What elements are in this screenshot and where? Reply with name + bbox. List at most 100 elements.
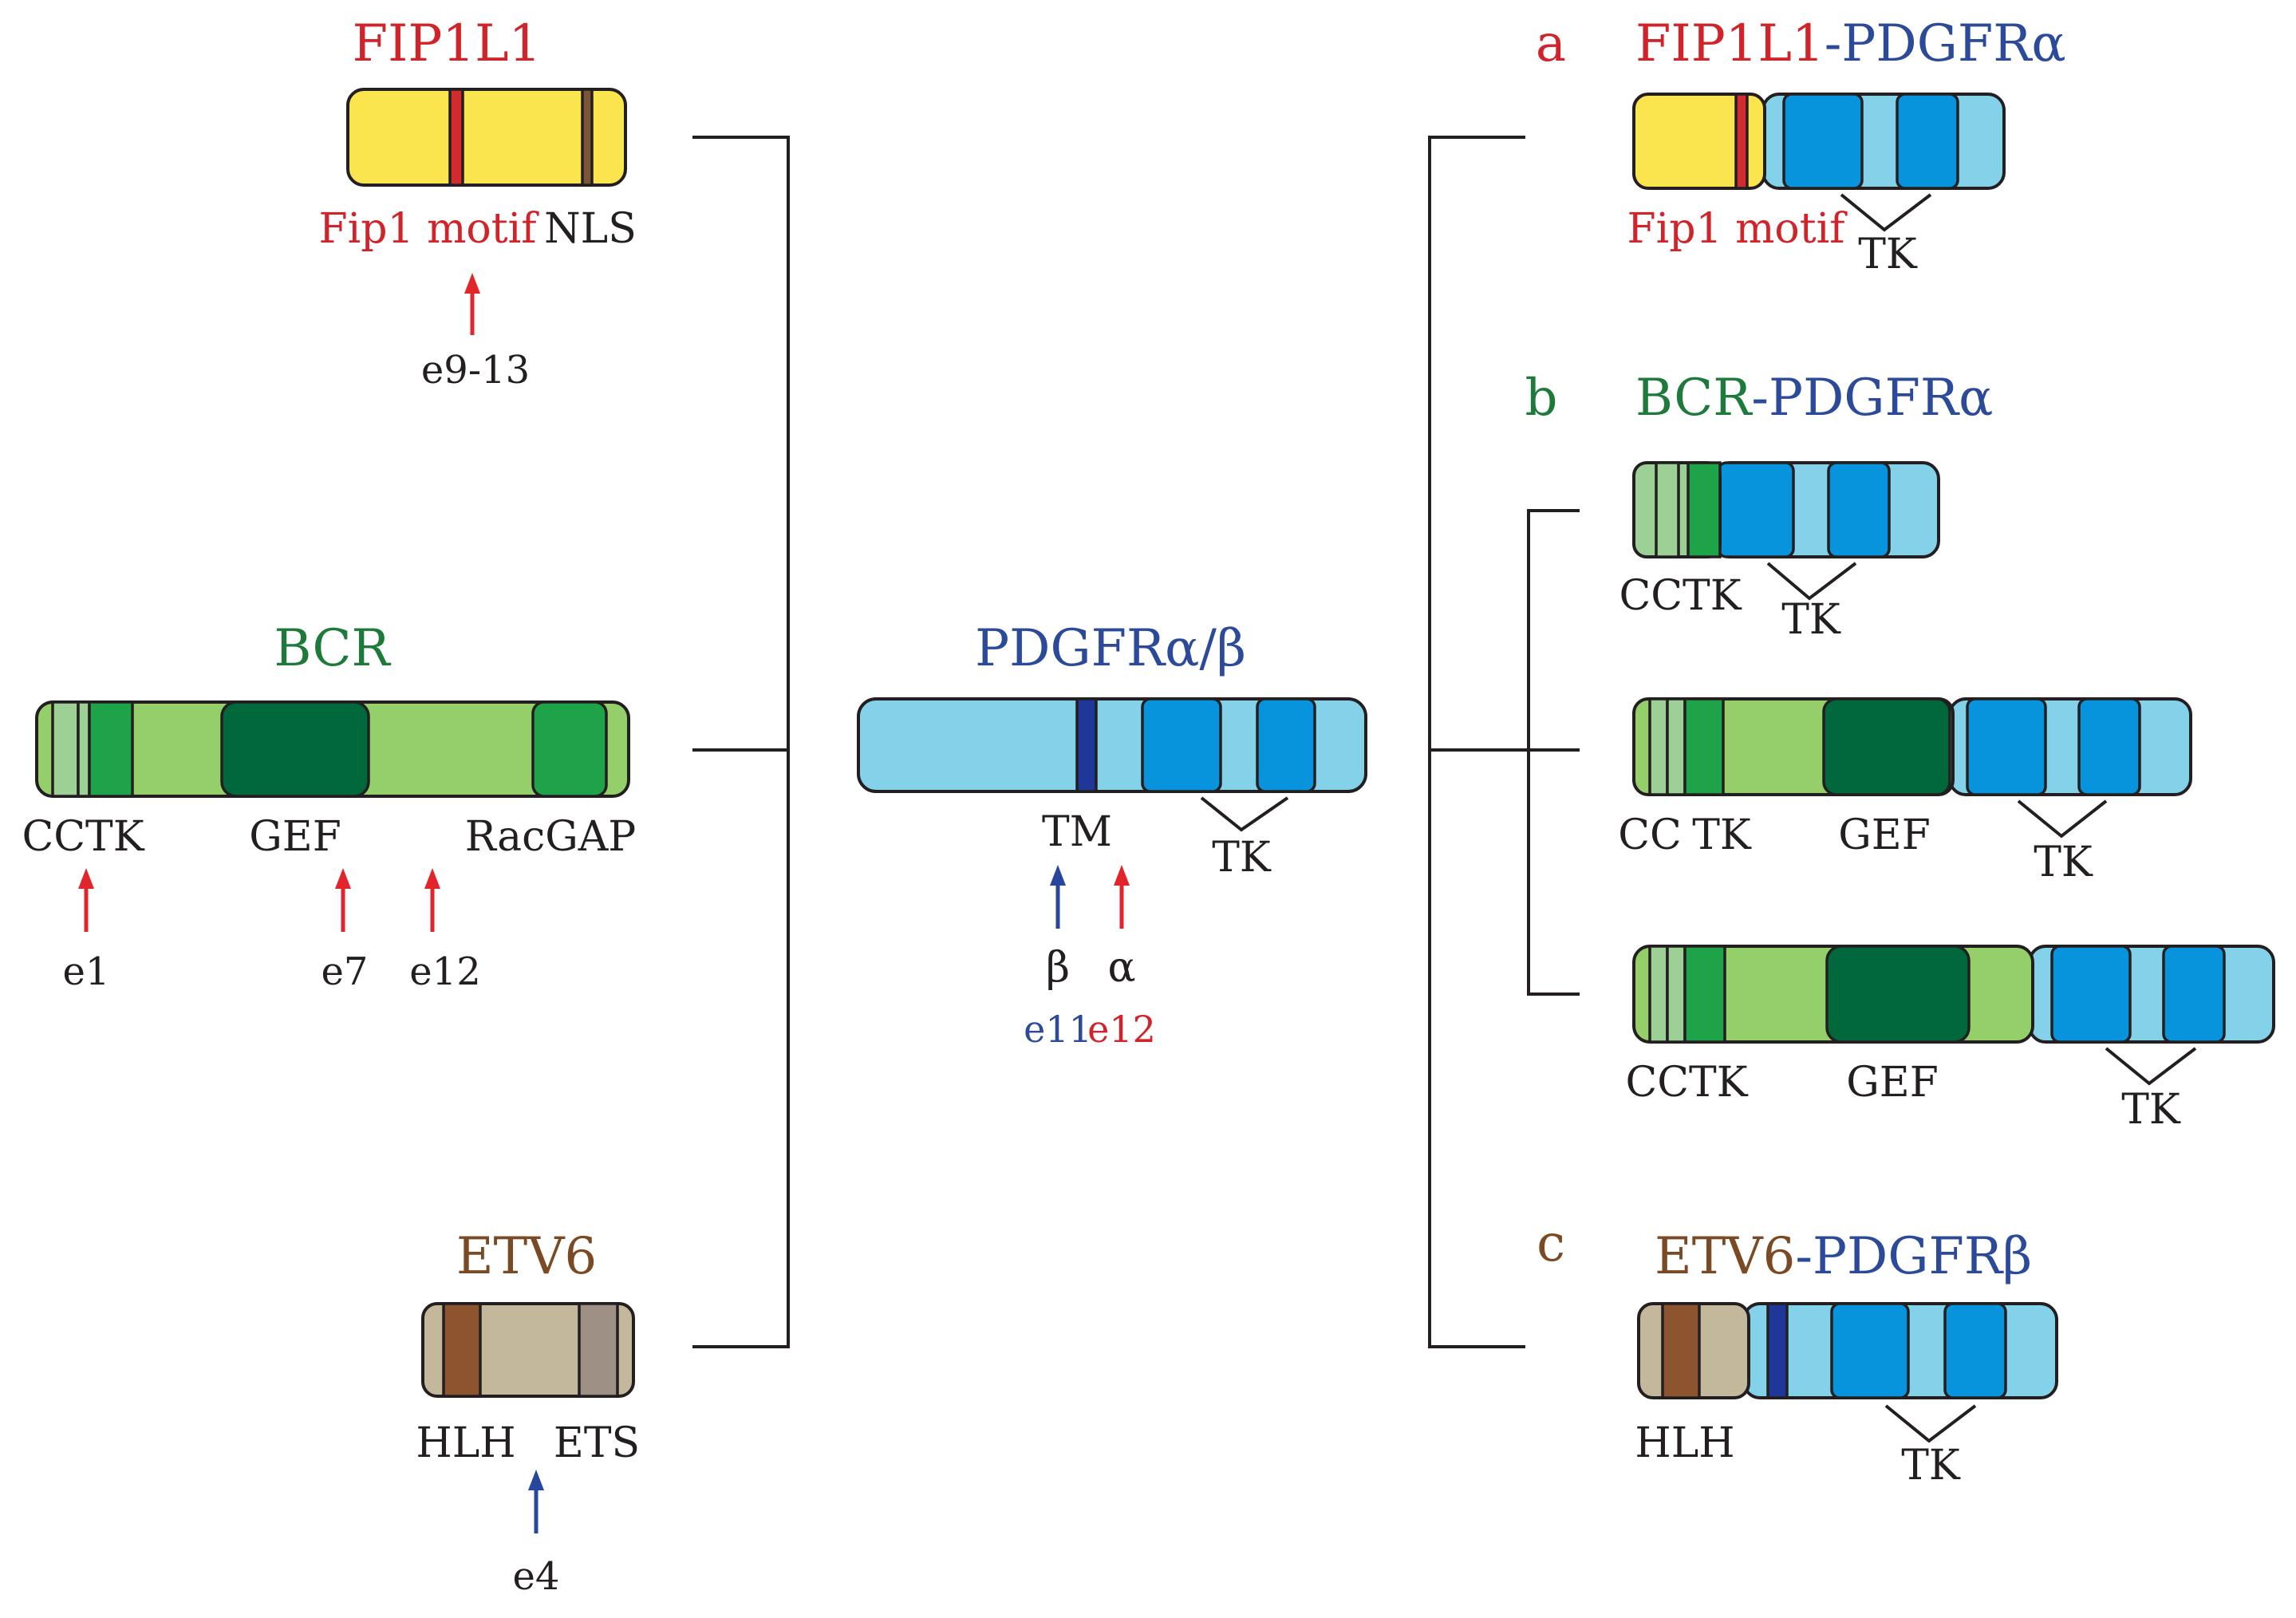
etv6-ets-band (578, 1302, 619, 1398)
pdgfr-alpha-label: α (1107, 944, 1135, 992)
fip1l1-nls-band (581, 88, 594, 187)
right-bracket (1428, 136, 1540, 1348)
fusion-c-letter: c (1537, 1214, 1565, 1273)
bcr-cc-band-2 (77, 700, 91, 798)
fip1l1-protein-bar (346, 88, 627, 187)
fusion-b2-gef-label: GEF (1838, 811, 1931, 859)
fusion-b3-cc-band-2 (1666, 945, 1686, 1044)
fusion-b-variant-2: CC TK GEF TK (1618, 697, 2192, 886)
fip1l1-breakpoint-arrow (464, 273, 480, 335)
bcr-breakpoint-arrow-e7 (335, 868, 351, 932)
fusion-c-tk-label: TK (1901, 1442, 1961, 1490)
fusion-b3-tk-label: TK (2121, 1086, 2181, 1134)
etv6-title: ETV6 (456, 1227, 597, 1286)
fusion-c-tk-bracket (1884, 1404, 1977, 1443)
etv6-breakpoint-arrow (528, 1470, 544, 1533)
fusion-c-group: c ETV6-PDGFRβ HLH TK (1537, 1214, 2058, 1490)
fusion-b3-gef-label: GEF (1846, 1059, 1939, 1107)
bcr-breakpoint-arrow-e12 (424, 868, 440, 932)
fusion-b1-tk-label: TK (1781, 596, 1841, 644)
fusion-b2-gef-domain (1822, 697, 1951, 796)
left-bracket (692, 136, 790, 1348)
fusion-b1-tk-domain-2 (1827, 461, 1891, 558)
pdgfr-beta-label: β (1046, 944, 1070, 992)
fusion-b3-tk-band (1683, 945, 1726, 1044)
fusion-b-title: BCR-PDGFRα (1635, 369, 1993, 428)
fusion-b2-tk-band (1683, 697, 1725, 796)
fusion-c-title: ETV6-PDGFRβ (1655, 1227, 2032, 1286)
bcr-breakpoint-arrow-e1 (78, 868, 94, 932)
fip1l1-motif-band (448, 88, 464, 187)
pdgfr-tk-label: TK (1212, 834, 1272, 882)
fusion-b-letter: b (1525, 369, 1558, 428)
fusion-c-hlh-band (1661, 1302, 1701, 1399)
fusion-c-tk-domain-1 (1830, 1302, 1910, 1399)
bcr-breakpoint-e7-label: e7 (322, 949, 369, 994)
fusion-b3-tk-domain-1 (2050, 945, 2132, 1044)
fusion-b1-cc-band (1655, 461, 1680, 558)
fusion-b-variant-1: CCTK TK (1619, 461, 1940, 644)
fusion-b-variant-3: CCTK GEF TK (1625, 945, 2275, 1134)
bcr-cc-band-1 (51, 700, 80, 798)
fusion-b3-cc-band-1 (1648, 945, 1669, 1044)
fusion-b-group: b BCR-PDGFRα CCTK TK CC (1525, 369, 2275, 1134)
fusion-a-fip-motif-band (1734, 93, 1749, 190)
pdgfr-e11-label: e11 (1024, 1008, 1092, 1051)
fusion-c-tk-domain-2 (1943, 1302, 2007, 1399)
fusion-b1-tk-band (1686, 461, 1722, 558)
fusion-a-title-part1: FIP1L1 (1635, 14, 1825, 73)
fusion-b2-bcr-tk-label: TK (1692, 811, 1752, 859)
fusion-a-fip-bar (1632, 93, 1766, 190)
bcr-variant-bracket (1527, 509, 1580, 996)
fusion-c-title-part1: ETV6 (1655, 1227, 1795, 1286)
fusion-c-tm-band (1766, 1302, 1789, 1399)
fusion-b2-tk-label: TK (2034, 839, 2093, 886)
pdgfr-tk-domain-2 (1256, 697, 1316, 793)
fusion-a-tk-bracket (1840, 193, 1932, 232)
fusion-a-title-part2: -PDGFRα (1825, 14, 2066, 73)
fusion-a-tk-label: TK (1858, 231, 1918, 278)
fusion-b3-gef-domain (1825, 945, 1971, 1044)
bcr-breakpoint-e12-label: e12 (409, 949, 480, 994)
fusion-a-letter: a (1536, 14, 1566, 73)
fip1l1-motif-label: Fip1 motif (319, 205, 540, 253)
fip1l1-title: FIP1L1 (353, 14, 542, 73)
fusion-b3-cctk-label: CCTK (1625, 1059, 1748, 1107)
fusion-b1-cctk-label: CCTK (1619, 572, 1742, 620)
fusion-a-title: FIP1L1-PDGFRα (1635, 14, 2066, 73)
fusion-b2-cc-label: CC (1618, 811, 1682, 859)
fusion-b2-tk-bracket (2017, 799, 2108, 839)
bcr-tk-band (88, 700, 134, 798)
pdgfr-tk-domain-1 (1141, 697, 1222, 793)
pdgfr-tm-band (1075, 697, 1098, 793)
pdgfr-title: PDGFRα/β (975, 619, 1246, 678)
fusion-b-title-part2: -PDGFRα (1751, 369, 1993, 428)
fusion-b1-tk-domain-1 (1717, 461, 1795, 558)
bcr-group: BCR CCTK GEF RacGAP e1 e7 e12 (22, 619, 636, 994)
fusion-a-motif-label: Fip1 motif (1627, 205, 1848, 253)
fusion-b2-tk-domain-1 (1966, 697, 2047, 796)
pdgfr-e12-label: e12 (1087, 1008, 1156, 1051)
pdgfr-alpha-arrow (1114, 865, 1130, 929)
fusion-b2-tk-domain-2 (2077, 697, 2141, 796)
bcr-racgap-label: RacGAP (465, 813, 637, 861)
bcr-title: BCR (274, 619, 391, 678)
pdgfr-tm-label: TM (1042, 808, 1112, 856)
etv6-hlh-label: HLH (416, 1419, 515, 1467)
fip1l1-group: FIP1L1 Fip1 motif NLS e9-13 (319, 14, 637, 393)
fusion-b3-tk-domain-2 (2162, 945, 2226, 1044)
pdgfr-beta-arrow (1050, 865, 1066, 929)
fusion-b3-tk-bracket (2105, 1047, 2197, 1086)
fusion-c-title-part2: -PDGFRβ (1795, 1227, 2032, 1286)
fusion-a-tk-domain-1 (1782, 93, 1864, 190)
fip1l1-nls-label: NLS (544, 205, 637, 253)
pdgfr-protein-bar (857, 697, 1367, 793)
bcr-breakpoint-e1-label: e1 (63, 949, 110, 994)
bcr-racgap-domain (531, 700, 608, 798)
fusion-b2-cc-band-1 (1648, 697, 1669, 796)
fusion-c-hlh-label: HLH (1635, 1419, 1734, 1467)
etv6-group: ETV6 HLH ETS e4 (416, 1227, 640, 1599)
etv6-hlh-band (442, 1302, 482, 1398)
fusion-a-tk-domain-2 (1896, 93, 1959, 190)
